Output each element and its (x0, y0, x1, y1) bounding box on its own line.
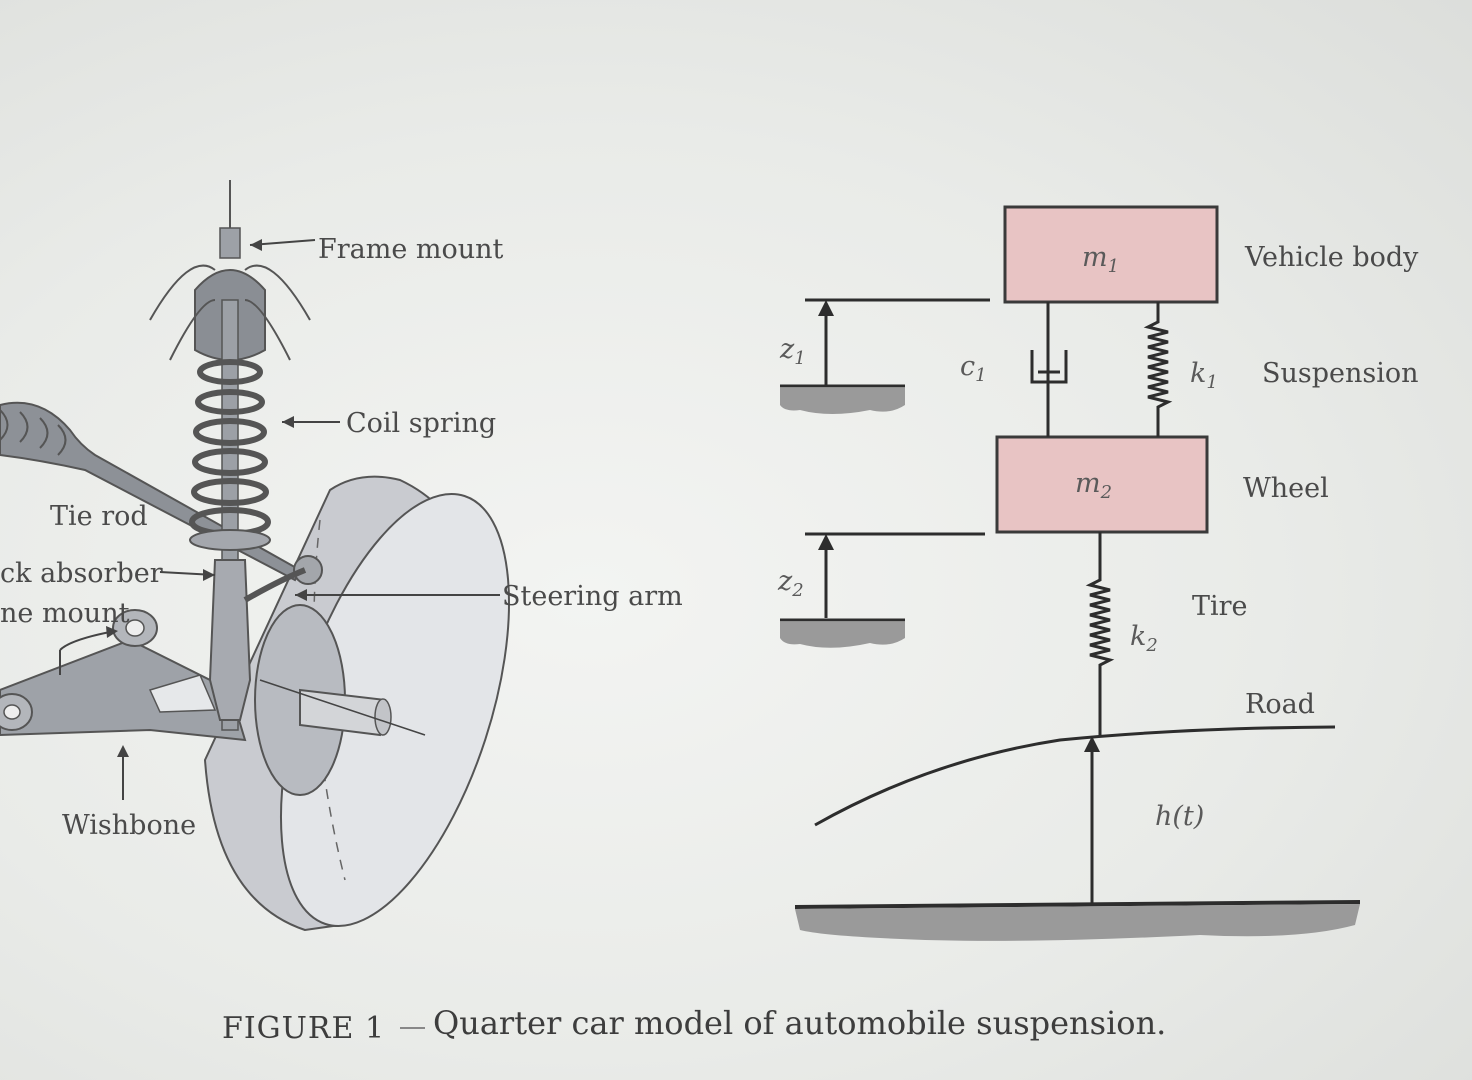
wheel-mass (995, 435, 1209, 534)
tire-label: Tire (1192, 591, 1248, 622)
spring-k1 (1143, 302, 1173, 437)
road-profile (814, 725, 1336, 827)
base-ground (794, 900, 1361, 941)
wheel-label: Wheel (1243, 473, 1329, 504)
z1-reference (780, 298, 990, 414)
frame-mount-2-label: ne mount (0, 598, 130, 629)
figure-caption: FIGURE 1 Quarter car model of automobile… (222, 1004, 1166, 1046)
quarter-car-schematic: m1 m2 c1 k1 k2 z1 (777, 205, 1419, 941)
tie-rod-drawing (0, 401, 323, 585)
vehicle-body-label: Vehicle body (1244, 242, 1419, 273)
coil-spring-drawing (189, 359, 271, 551)
figure-number: FIGURE 1 (222, 1011, 385, 1046)
hub-drawing (254, 604, 426, 796)
steering-arm-label: Steering arm (502, 581, 683, 612)
shock-absorber-label: ck absorber (0, 558, 163, 589)
z1-label: z1 (779, 334, 806, 369)
caption-text: Quarter car model of automobile suspensi… (433, 1004, 1166, 1042)
z2-reference (780, 532, 985, 648)
damper-c1 (1030, 302, 1068, 437)
mass2-label: m2 (1075, 468, 1112, 503)
road-label: Road (1245, 689, 1315, 720)
coil-spring-label: Coil spring (346, 408, 496, 439)
frame-mount-label: Frame mount (318, 234, 504, 265)
spring2-label: k2 (1130, 621, 1158, 656)
h-label: h(t) (1155, 801, 1204, 832)
tie-rod-label: Tie rod (50, 501, 148, 532)
strut-drawing (149, 180, 311, 731)
damper-label: c1 (960, 351, 987, 386)
spring-k2 (1085, 532, 1115, 736)
wishbone-label: Wishbone (62, 810, 196, 841)
spring1-label: k1 (1190, 358, 1218, 393)
suspension-illustration: Frame mount Coil spring Tie rod ck absor… (0, 180, 683, 932)
z2-label: z2 (777, 566, 804, 601)
wishbone-drawing (0, 609, 247, 742)
h-arrow (1084, 736, 1100, 905)
suspension-label: Suspension (1262, 358, 1419, 389)
vehicle-body-mass (1003, 205, 1219, 304)
leader-lines (59, 239, 500, 800)
mass1-label: m1 (1082, 242, 1119, 277)
